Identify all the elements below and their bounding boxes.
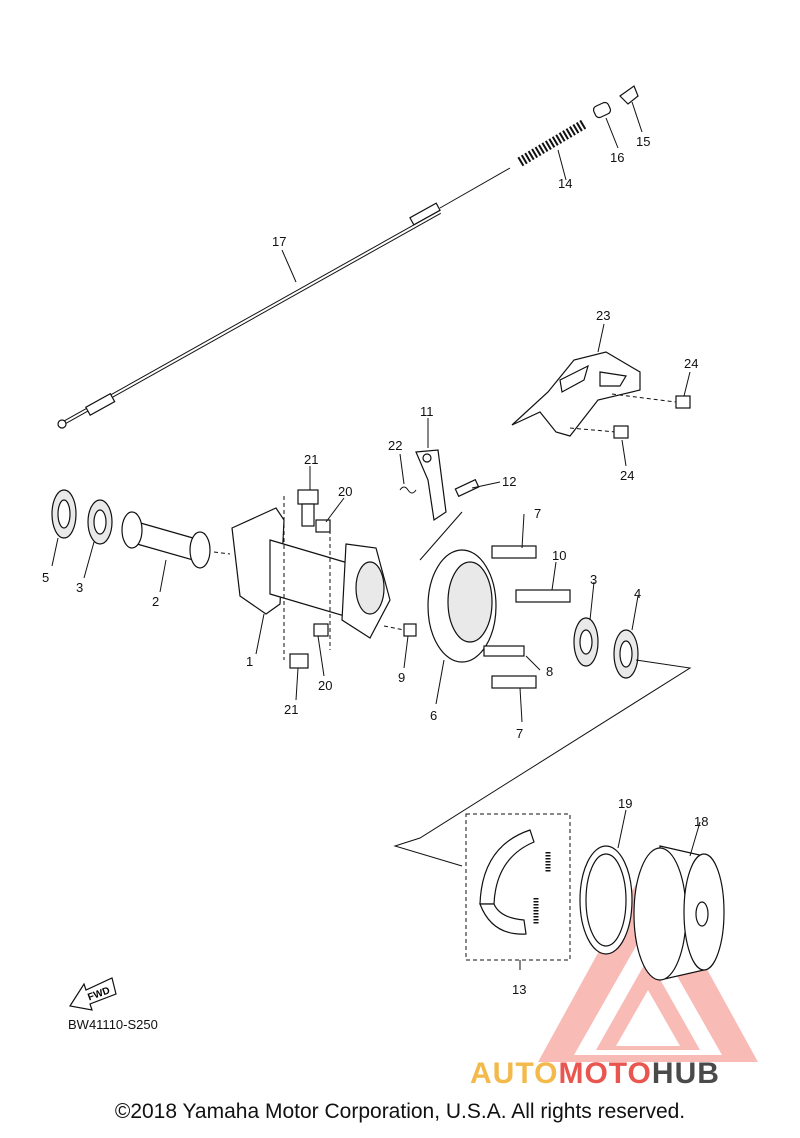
callout-7-lower: 7 (516, 726, 523, 741)
part-1-axle-housing (231, 496, 391, 660)
part-9-nut (403, 623, 417, 637)
callout-23: 23 (596, 308, 610, 323)
callout-6: 6 (430, 708, 437, 723)
part-24-bolt-lower (569, 425, 629, 439)
callout-2: 2 (152, 594, 159, 609)
part-10-camshaft (515, 589, 571, 603)
part-3-bearing-right (573, 617, 599, 667)
callout-13: 13 (512, 982, 526, 997)
part-21-bolt-upper (297, 489, 319, 527)
part-21-bolt-lower (289, 653, 309, 669)
callout-8: 8 (546, 664, 553, 679)
callout-11: 11 (420, 404, 434, 419)
callout-18: 18 (694, 814, 708, 829)
callout-20-upper: 20 (338, 484, 352, 499)
callout-15: 15 (636, 134, 650, 149)
callout-22: 22 (388, 438, 402, 453)
callout-1: 1 (246, 654, 253, 669)
part-12-bolt (454, 478, 480, 498)
part-20-nut-upper (315, 519, 331, 533)
fwd-arrow-icon: FWD (69, 977, 117, 1011)
part-8-pin (483, 645, 525, 657)
callout-7-upper: 7 (534, 506, 541, 521)
part-16-joint (592, 101, 612, 119)
part-15-nut (619, 85, 639, 105)
watermark-part-3: HUB (651, 1057, 720, 1090)
callout-20-lower: 20 (318, 678, 332, 693)
callout-24-upper: 24 (684, 356, 698, 371)
callout-16: 16 (610, 150, 624, 165)
part-17-brake-cable (57, 167, 511, 429)
part-13-brake-shoe-kit (465, 813, 571, 961)
part-7-bolt-lower (491, 675, 537, 689)
callout-10: 10 (552, 548, 566, 563)
part-14-spring (517, 119, 587, 167)
part-3-bearing-left (87, 499, 113, 545)
watermark-text: AUTOMOTOHUB (470, 1057, 720, 1091)
callout-21-lower: 21 (284, 702, 298, 717)
part-7-bolt-upper (491, 545, 537, 559)
callout-3-left: 3 (76, 580, 83, 595)
part-4-oil-seal (613, 629, 639, 679)
callout-21-upper: 21 (304, 452, 318, 467)
callout-4: 4 (634, 586, 641, 601)
watermark-part-1: AUTO (470, 1057, 559, 1090)
part-22-spring (399, 486, 417, 494)
copyright-notice: ©2018 Yamaha Motor Corporation, U.S.A. A… (114, 1100, 686, 1123)
part-11-camshaft-lever (415, 449, 447, 522)
callout-9: 9 (398, 670, 405, 685)
callout-5: 5 (42, 570, 49, 585)
assembly-guide-lines (213, 551, 692, 867)
leader-lines (51, 101, 701, 970)
part-2-collar (121, 511, 211, 569)
callout-14: 14 (558, 176, 572, 191)
part-20-nut-lower (313, 623, 329, 637)
callout-3-right: 3 (590, 572, 597, 587)
callout-19: 19 (618, 796, 632, 811)
part-18-brake-drum (633, 845, 725, 981)
part-6-brake-shoe-plate (419, 511, 497, 663)
part-24-bolt-upper (611, 393, 691, 409)
callout-24-lower: 24 (620, 468, 634, 483)
watermark-part-2: MOTO (558, 1057, 652, 1090)
callout-12: 12 (502, 474, 516, 489)
callouts: 1 2 3 3 4 5 6 7 7 8 9 10 11 12 13 14 15 … (42, 134, 708, 997)
part-23-guard (511, 351, 641, 437)
callout-17: 17 (272, 234, 286, 249)
diagram-reference-code: BW41110-S250 (68, 1017, 158, 1032)
part-5-oil-seal (51, 489, 77, 539)
part-19-ring (579, 845, 633, 955)
